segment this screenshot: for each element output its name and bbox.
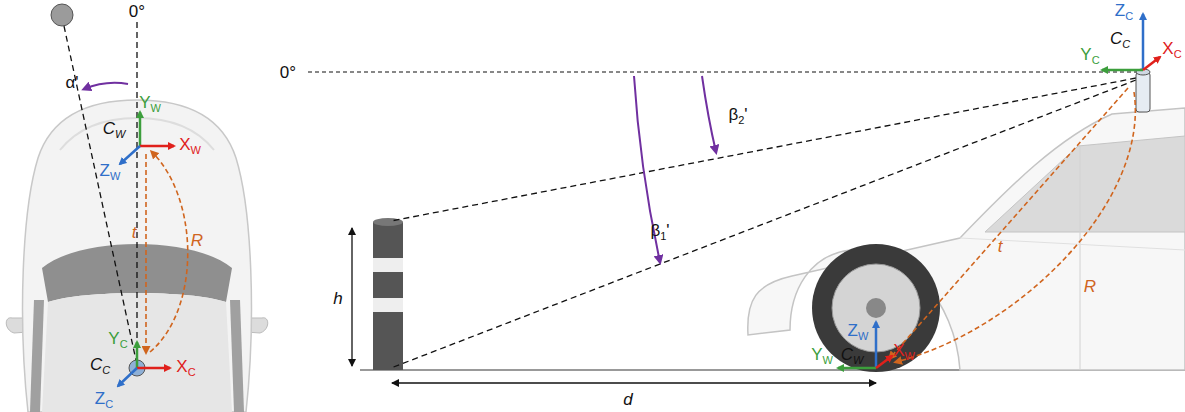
bollard (373, 218, 403, 370)
frame-label: CC (90, 356, 110, 376)
dimension-label: h (333, 290, 342, 307)
axis-label: YC (108, 330, 127, 350)
sight-line (64, 26, 137, 365)
angle-label: β1' (650, 222, 669, 242)
angle-label: α' (65, 74, 78, 91)
subscript: W (822, 354, 832, 366)
axis-label: ZW (100, 162, 121, 182)
axis-label: YW (811, 346, 833, 366)
axis-label: XC (1162, 40, 1181, 60)
subscript: C (120, 338, 128, 350)
subscript: C (105, 398, 113, 410)
subscript: 2 (738, 114, 744, 126)
subscript: C (1174, 48, 1182, 60)
subscript: W (904, 350, 914, 362)
axis-label: ZC (1115, 2, 1133, 22)
angle-zero: 0° (280, 64, 296, 81)
frame-label: CW (841, 346, 864, 366)
subscript: C (102, 364, 110, 376)
subscript: C (1125, 10, 1133, 22)
axis-label: ZW (848, 322, 869, 342)
axis-label: XW (179, 136, 201, 156)
car-side-view (748, 108, 1185, 372)
subscript: W (115, 128, 125, 140)
frame-label: CW (103, 120, 126, 140)
dimension-label: d (623, 391, 632, 408)
subscript: W (110, 170, 120, 182)
rotation-label: R (191, 232, 203, 249)
subscript: W (853, 354, 863, 366)
translation-label: t (998, 238, 1003, 255)
subscript: W (150, 102, 160, 114)
subscript: W (190, 144, 200, 156)
axis-label: YC (1080, 46, 1099, 66)
zero-line (136, 22, 137, 365)
axis-label: XC (176, 358, 195, 378)
translation-label: t (132, 224, 137, 241)
angle-zero: 0° (129, 3, 145, 20)
subscript: C (188, 366, 196, 378)
subscript: C (1092, 54, 1100, 66)
axis-label: YW (139, 94, 161, 114)
frame-label: CC (1110, 30, 1130, 50)
subscript: W (858, 330, 868, 342)
angle-label: β2' (728, 106, 747, 126)
target-ball (51, 4, 73, 26)
axis-label: ZC (95, 390, 113, 410)
subscript: 1 (660, 230, 666, 242)
rotation-label: R (1084, 278, 1096, 295)
angle-arc (84, 83, 128, 89)
subscript: C (1122, 38, 1130, 50)
axis-label: XW (893, 342, 915, 362)
